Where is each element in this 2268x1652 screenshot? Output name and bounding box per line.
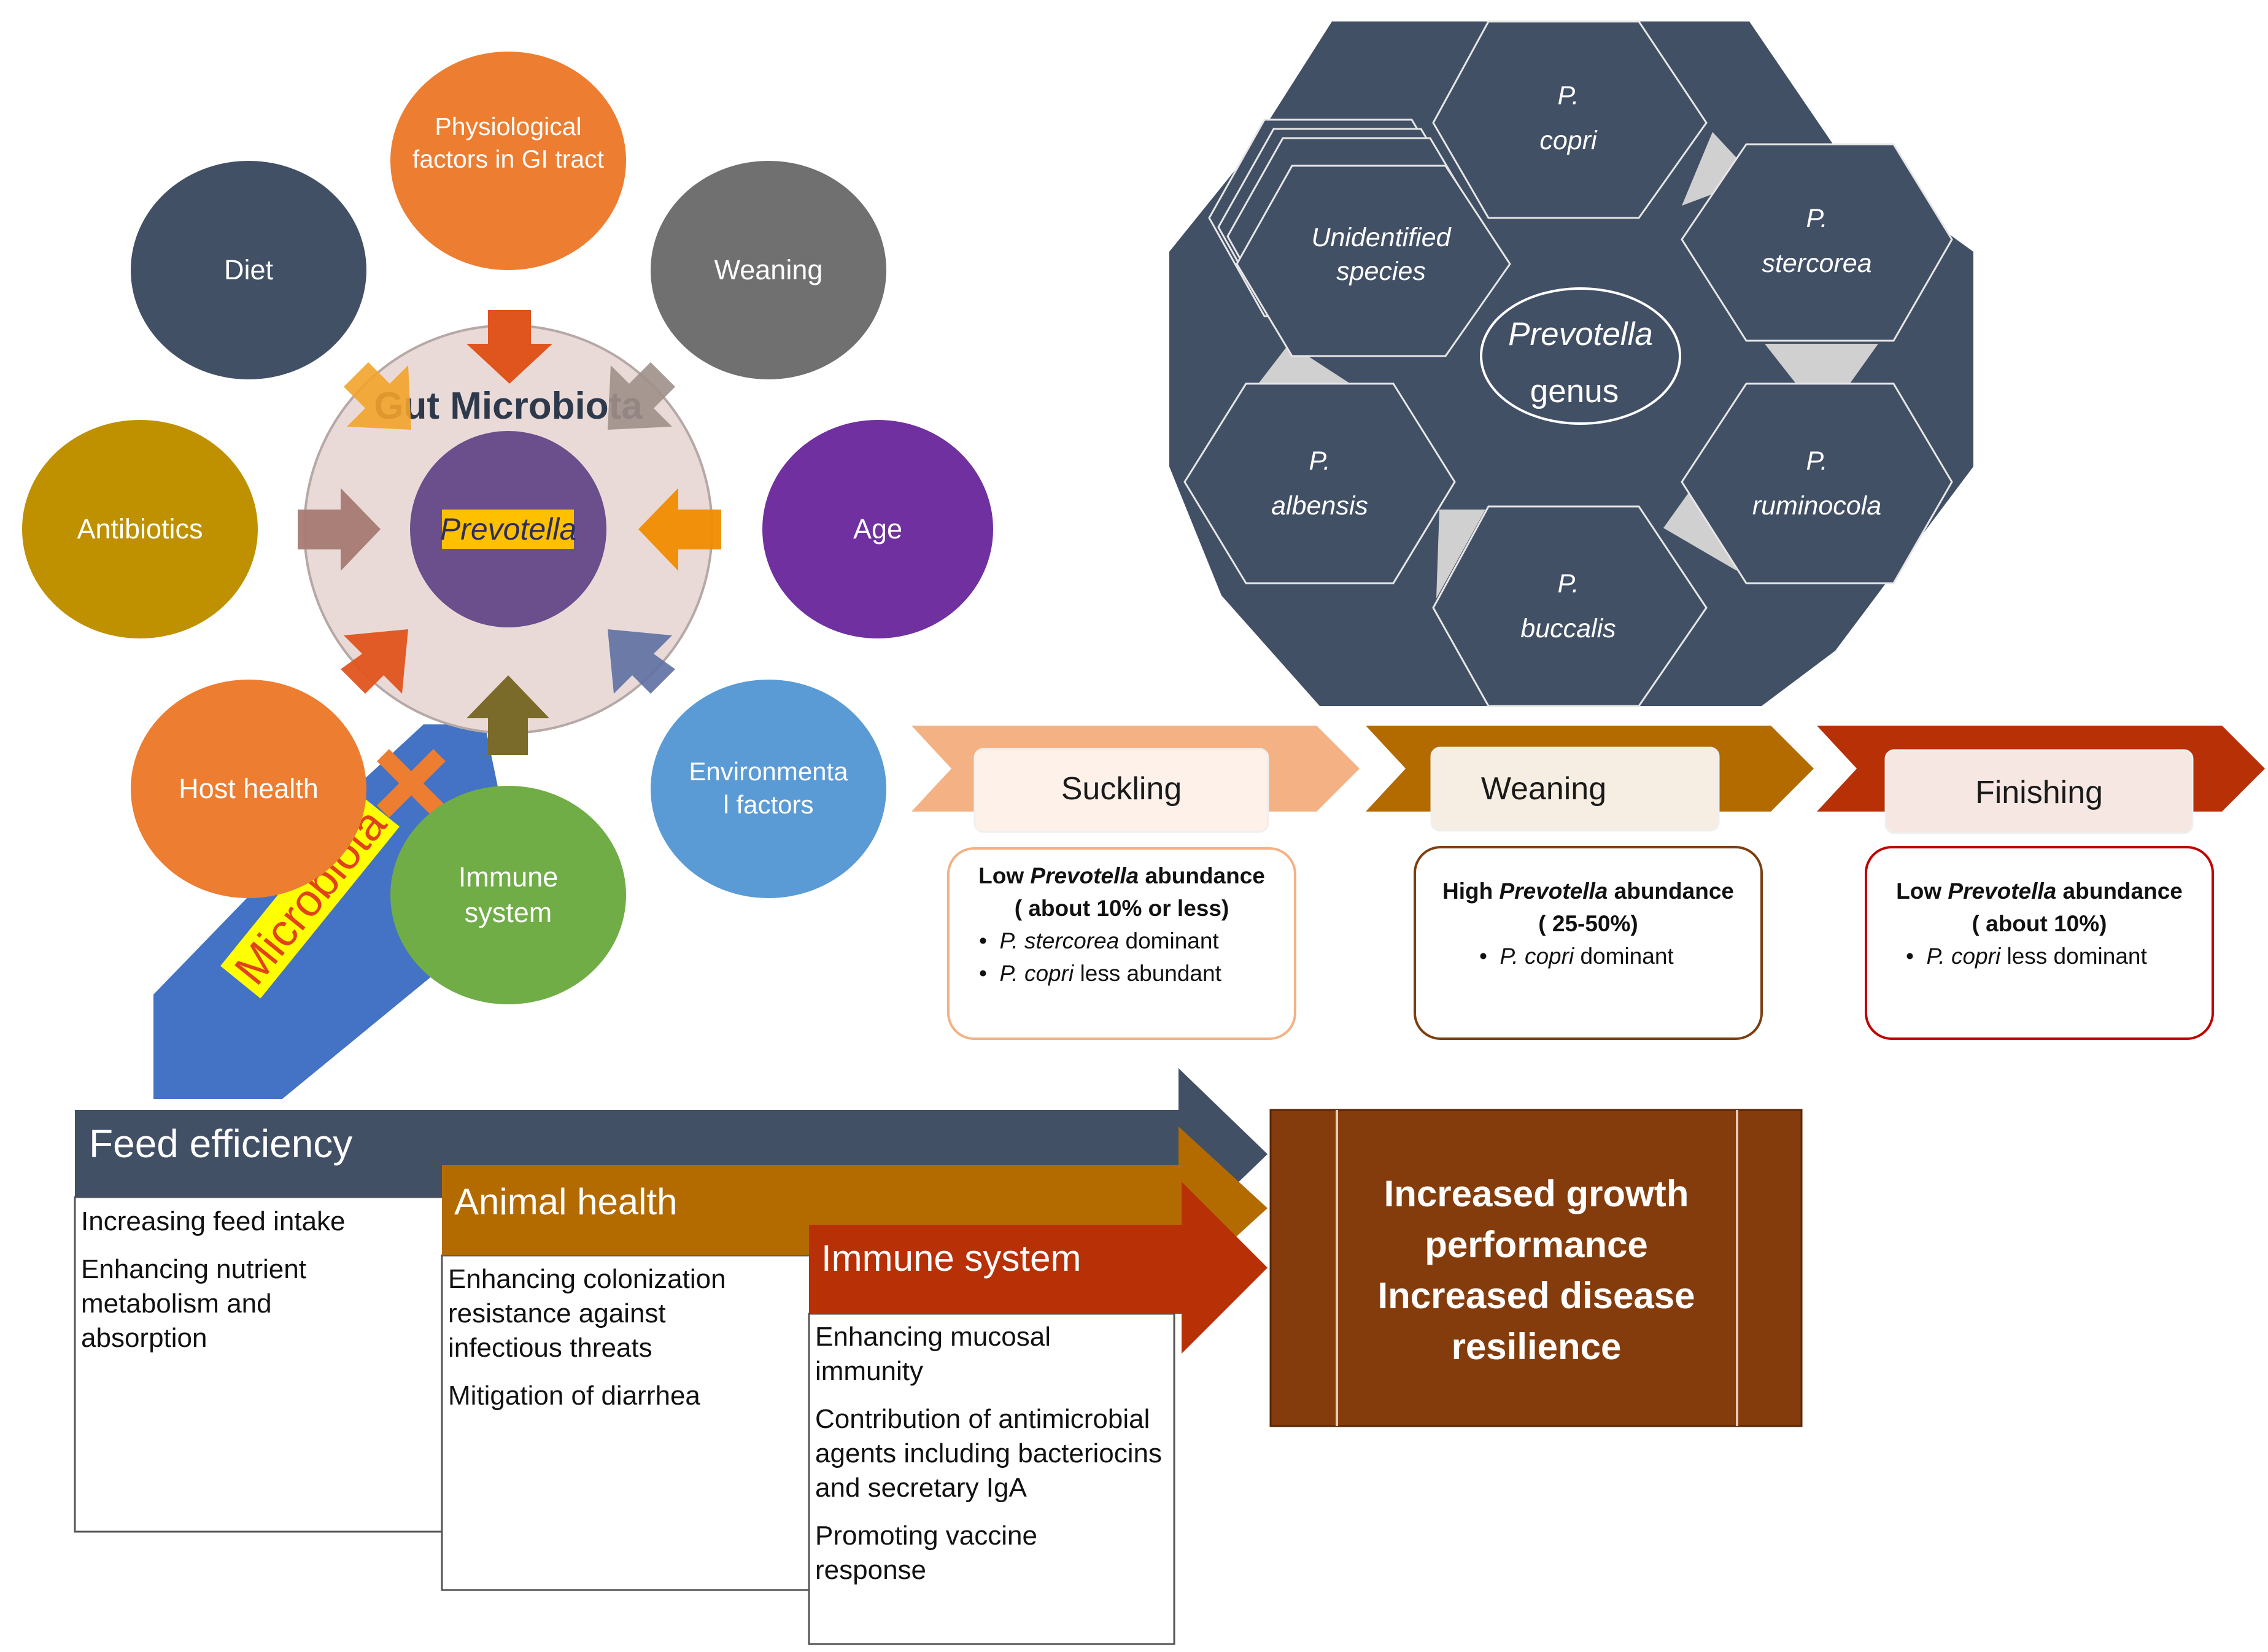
benefit-item: Promoting vaccine response (815, 1521, 1037, 1585)
outcome-box (1269, 1109, 1803, 1427)
arrow-from-age (638, 488, 721, 571)
prevotella-core-label: Prevotella (440, 512, 576, 546)
arrow-from-antibiotics (298, 488, 381, 571)
gap-wedge (1663, 485, 1737, 571)
benefits-panel: Feed efficiency Animal health Immune sys… (74, 1068, 1803, 1645)
factor-weaning-label: Weaning (714, 254, 823, 285)
benefit-item: Increasing feed intake (81, 1206, 346, 1236)
factor-host-health-label: Host health (179, 773, 319, 804)
species-unidentified-label: Unidentified species (1311, 223, 1451, 286)
outcome-line-1: Increased growth (1384, 1173, 1689, 1214)
benefit-box-immune-system (808, 1313, 1175, 1645)
factor-immune-label: Immune system (458, 861, 559, 928)
gut-microbiota-panel: Microbiota Gut Microbiota Prevotella Phy… (22, 52, 993, 1099)
gap-wedge (1258, 344, 1350, 384)
factor-age-label: Age (853, 513, 902, 545)
arrow-from-immune (466, 675, 549, 755)
factor-host-health-circle (131, 680, 366, 898)
genus-center-name: Prevotella (1508, 316, 1653, 352)
stage-name-weaning: Weaning (1481, 771, 1606, 807)
stage-detail-finishing: Low Prevotella abundance ( about 10%) • … (1896, 878, 2183, 969)
hexagon-buccalis (1432, 505, 1708, 707)
species-ruminocola-abbr: P. (1806, 446, 1827, 476)
factor-age-circle (762, 420, 993, 638)
stages-panel: Suckling Weaning Finishing Low Prevotell… (911, 726, 2265, 1040)
gap-wedge (1436, 510, 1485, 599)
benefit-item: Enhancing colonization resistance agains… (448, 1264, 726, 1363)
species-copri-abbr: P. (1557, 81, 1579, 111)
benefit-items-immune-system: Enhancing mucosal immunity Contribution … (815, 1320, 1171, 1588)
factor-diet-label: Diet (224, 254, 274, 285)
stage-label-box-suckling (973, 748, 1269, 833)
stage-detail-box-weaning (1414, 846, 1763, 1040)
outcome-line-2: performance (1425, 1224, 1647, 1265)
benefit-title-immune-system: Immune system (821, 1238, 1081, 1279)
hexagon-albensis (1183, 382, 1456, 584)
arrow-from-diet (344, 362, 411, 430)
species-stercorea-abbr: P. (1806, 204, 1827, 233)
benefit-items-feed-efficiency: Increasing feed intake Enhancing nutrien… (81, 1204, 437, 1355)
species-copri-name: copri (1539, 126, 1598, 155)
benefit-item: Contribution of antimicrobial agents inc… (815, 1404, 1163, 1503)
stage-label-box-weaning (1430, 747, 1720, 832)
prevotella-core-highlight (442, 510, 574, 549)
hexagon-ruminocola (1681, 382, 1953, 584)
gap-wedge (1682, 132, 1755, 206)
cross-mark-icon (377, 749, 446, 818)
species-albensis-name: albensis (1271, 491, 1368, 521)
factor-environment-label: Environmental factors (689, 757, 848, 819)
factor-weaning-circle (651, 161, 886, 379)
species-buccalis-name: buccalis (1520, 614, 1616, 643)
genus-center-word: genus (1530, 373, 1619, 409)
stage-detail-suckling: Low Prevotella abundance ( about 10% or … (978, 863, 1265, 986)
factor-immune-circle (390, 786, 626, 1004)
outcome-line-3: Increased disease (1377, 1275, 1695, 1316)
hexagon-unidentified (1236, 165, 1511, 357)
benefit-item: Mitigation of diarrhea (448, 1381, 700, 1411)
benefit-title-animal-health: Animal health (454, 1181, 678, 1222)
stage-detail-box-suckling (947, 847, 1296, 1040)
species-stercorea-name: stercorea (1762, 249, 1871, 278)
gut-microbiota-title: Gut Microbiota (374, 385, 643, 427)
stage-detail-box-finishing (1865, 846, 2214, 1040)
hexagon-stercorea (1681, 143, 1953, 342)
benefit-title-feed-efficiency: Feed efficiency (89, 1122, 352, 1166)
prevotella-genus-panel: P. copri P. stercorea P. ruminocola P. b… (1169, 20, 1973, 707)
factor-physiological-circle (390, 52, 626, 270)
species-buccalis-abbr: P. (1557, 569, 1579, 599)
factor-environment-circle (651, 680, 886, 898)
species-albensis-abbr: P. (1309, 446, 1330, 476)
stage-name-suckling: Suckling (1061, 771, 1182, 807)
benefit-item: Enhancing mucosal immunity (815, 1322, 1051, 1386)
benefit-box-feed-efficiency (74, 1196, 444, 1533)
arrow-from-host-health (341, 629, 408, 694)
species-ruminocola-name: ruminocola (1752, 491, 1881, 521)
benefit-arrow-immune-system (809, 1182, 1268, 1354)
factor-antibiotics-circle (22, 420, 258, 638)
outcome-line-4: resilience (1452, 1326, 1622, 1367)
factor-diet-circle (131, 161, 366, 379)
benefit-item: Enhancing nutrient metabolism and absorp… (81, 1254, 306, 1353)
factor-antibiotics-label: Antibiotics (77, 513, 203, 545)
factor-physiological-label: Physiological factors in GI tract (412, 112, 605, 173)
arrow-from-weaning (608, 362, 675, 430)
stage-name-finishing: Finishing (1975, 775, 2103, 810)
benefit-items-animal-health: Enhancing colonization resistance agains… (448, 1262, 755, 1413)
gap-wedge (1765, 344, 1878, 387)
stage-detail-weaning: High Prevotella abundance ( 25-50%) • P.… (1442, 878, 1734, 969)
benefit-box-animal-health (441, 1254, 811, 1591)
stage-label-box-finishing (1884, 749, 2194, 834)
arrow-from-environment (608, 629, 675, 694)
arrow-from-physiological (466, 310, 552, 384)
hexagon-copri (1432, 20, 1708, 219)
genus-center-ellipse (1480, 287, 1681, 425)
